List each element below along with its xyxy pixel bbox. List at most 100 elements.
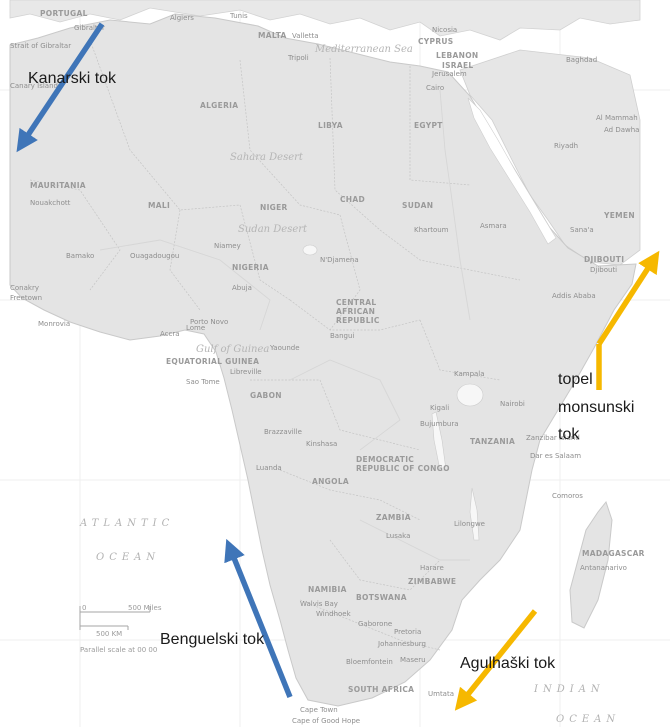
svg-text:Al Mammah: Al Mammah [596, 114, 638, 122]
scale-km: 500 KM [96, 630, 122, 638]
svg-text:Bloemfontein: Bloemfontein [346, 658, 393, 666]
svg-text:Riyadh: Riyadh [554, 142, 578, 150]
canary-current-arrow [16, 22, 105, 153]
svg-text:EQUATORIAL GUINEA: EQUATORIAL GUINEA [166, 357, 259, 366]
svg-text:Cairo: Cairo [426, 84, 444, 92]
svg-text:OCEAN: OCEAN [556, 714, 620, 725]
svg-text:Canary Islands: Canary Islands [10, 82, 62, 90]
svg-text:Sahara Desert: Sahara Desert [230, 152, 304, 163]
svg-text:CHAD: CHAD [340, 195, 365, 204]
svg-text:ISRAEL: ISRAEL [442, 61, 473, 70]
svg-text:Cape of Good Hope: Cape of Good Hope [292, 717, 360, 725]
svg-text:REPUBLIC: REPUBLIC [336, 316, 380, 325]
svg-text:N'Djamena: N'Djamena [320, 256, 359, 264]
svg-text:NIGERIA: NIGERIA [232, 263, 269, 272]
monsoon-current-arrow-head [596, 250, 660, 346]
svg-text:Algiers: Algiers [170, 14, 194, 22]
svg-text:Yaounde: Yaounde [269, 344, 300, 352]
svg-text:GABON: GABON [250, 391, 282, 400]
svg-text:Bujumbura: Bujumbura [420, 420, 459, 428]
svg-text:Abuja: Abuja [232, 284, 252, 292]
madagascar-landmass [569, 500, 613, 629]
svg-text:INDIAN: INDIAN [533, 684, 605, 695]
svg-text:CENTRAL: CENTRAL [336, 298, 376, 307]
svg-text:Strait of Gibraltar: Strait of Gibraltar [10, 42, 71, 50]
canary-current-label: Kanarski tok [28, 70, 117, 87]
svg-text:Cape Town: Cape Town [300, 706, 338, 714]
current-labels: Kanarski tok Benguelski tok Agulhaški to… [28, 70, 634, 672]
scale-note: Parallel scale at 00 00 [80, 646, 157, 654]
monsoon-current-label-line2: monsunski [558, 399, 634, 416]
current-arrows [16, 22, 660, 711]
svg-text:Walvis Bay: Walvis Bay [300, 600, 338, 608]
svg-text:Lusaka: Lusaka [386, 532, 410, 540]
benguela-current-arrow [224, 538, 293, 699]
map-labels: PORTUGAL Algiers Tunis MALTA Valletta Tr… [10, 9, 645, 725]
agulhas-current-arrow [454, 609, 538, 711]
svg-text:Dar es Salaam: Dar es Salaam [530, 452, 581, 460]
svg-text:Sana'a: Sana'a [570, 226, 594, 234]
svg-text:SOUTH AFRICA: SOUTH AFRICA [348, 685, 414, 694]
svg-text:LIBYA: LIBYA [318, 121, 343, 130]
svg-text:Ad Dawha: Ad Dawha [604, 126, 639, 134]
lake-tanganyika [431, 411, 447, 471]
svg-text:MADAGASCAR: MADAGASCAR [582, 549, 645, 558]
svg-text:Luanda: Luanda [256, 464, 282, 472]
svg-text:TANZANIA: TANZANIA [470, 437, 515, 446]
svg-text:Mediterranean Sea: Mediterranean Sea [314, 44, 413, 55]
svg-text:Antananarivo: Antananarivo [580, 564, 627, 572]
benguela-current-label: Benguelski tok [160, 631, 265, 648]
europe-landmass [9, 0, 641, 41]
svg-text:Sudan Desert: Sudan Desert [238, 224, 308, 235]
svg-text:Tripoli: Tripoli [287, 54, 309, 62]
scale-miles: 500 Miles [128, 604, 162, 612]
svg-text:Conakry: Conakry [10, 284, 39, 292]
africa-landmass [9, 13, 637, 707]
svg-text:YEMEN: YEMEN [603, 211, 635, 220]
svg-text:Kampala: Kampala [454, 370, 485, 378]
svg-text:Djibouti: Djibouti [590, 266, 617, 274]
svg-text:Pretoria: Pretoria [394, 628, 421, 636]
svg-text:Umtata: Umtata [428, 690, 454, 698]
svg-text:MALI: MALI [148, 201, 170, 210]
svg-text:REPUBLIC OF CONGO: REPUBLIC OF CONGO [356, 464, 450, 473]
svg-text:Monrovia: Monrovia [38, 320, 70, 328]
svg-text:NAMIBIA: NAMIBIA [308, 585, 347, 594]
svg-text:Zanzibar Island: Zanzibar Island [526, 434, 580, 442]
monsoon-current-label-line1: topel [558, 371, 593, 388]
svg-text:Lome: Lome [186, 324, 205, 332]
svg-text:MAURITANIA: MAURITANIA [30, 181, 86, 190]
svg-text:Nicosia: Nicosia [432, 26, 457, 34]
svg-text:Jerusalem: Jerusalem [431, 70, 467, 78]
svg-text:Bangui: Bangui [330, 332, 354, 340]
svg-text:Bamako: Bamako [66, 252, 94, 260]
svg-text:Comoros: Comoros [552, 492, 583, 500]
svg-text:Sao Tome: Sao Tome [186, 378, 220, 386]
svg-text:Nairobi: Nairobi [500, 400, 525, 408]
country-borders [29, 39, 521, 651]
svg-text:EGYPT: EGYPT [414, 121, 443, 130]
svg-text:MALTA: MALTA [258, 31, 287, 40]
lake-chad [302, 244, 318, 256]
svg-text:Baghdad: Baghdad [566, 56, 597, 64]
svg-text:Addis Ababa: Addis Ababa [552, 292, 596, 300]
svg-text:Accra: Accra [160, 330, 180, 338]
svg-text:Porto Novo: Porto Novo [190, 318, 228, 326]
svg-text:Johannesburg: Johannesburg [377, 640, 426, 648]
svg-text:LEBANON: LEBANON [436, 51, 478, 60]
svg-text:Khartoum: Khartoum [414, 226, 449, 234]
monsoon-current-label-line3: tok [558, 426, 580, 443]
svg-text:Ouagadougou: Ouagadougou [130, 252, 179, 260]
lake-victoria [456, 383, 484, 407]
svg-text:ATLANTIC: ATLANTIC [79, 518, 174, 529]
svg-text:Valletta: Valletta [292, 32, 319, 40]
svg-text:Lilongwe: Lilongwe [454, 520, 485, 528]
svg-text:Gulf of Guinea: Gulf of Guinea [196, 344, 269, 355]
svg-text:Gibraltar: Gibraltar [74, 24, 105, 32]
svg-text:ZAMBIA: ZAMBIA [376, 513, 411, 522]
svg-text:OCEAN: OCEAN [96, 552, 160, 563]
svg-text:Kinshasa: Kinshasa [306, 440, 337, 448]
svg-text:Asmara: Asmara [480, 222, 507, 230]
